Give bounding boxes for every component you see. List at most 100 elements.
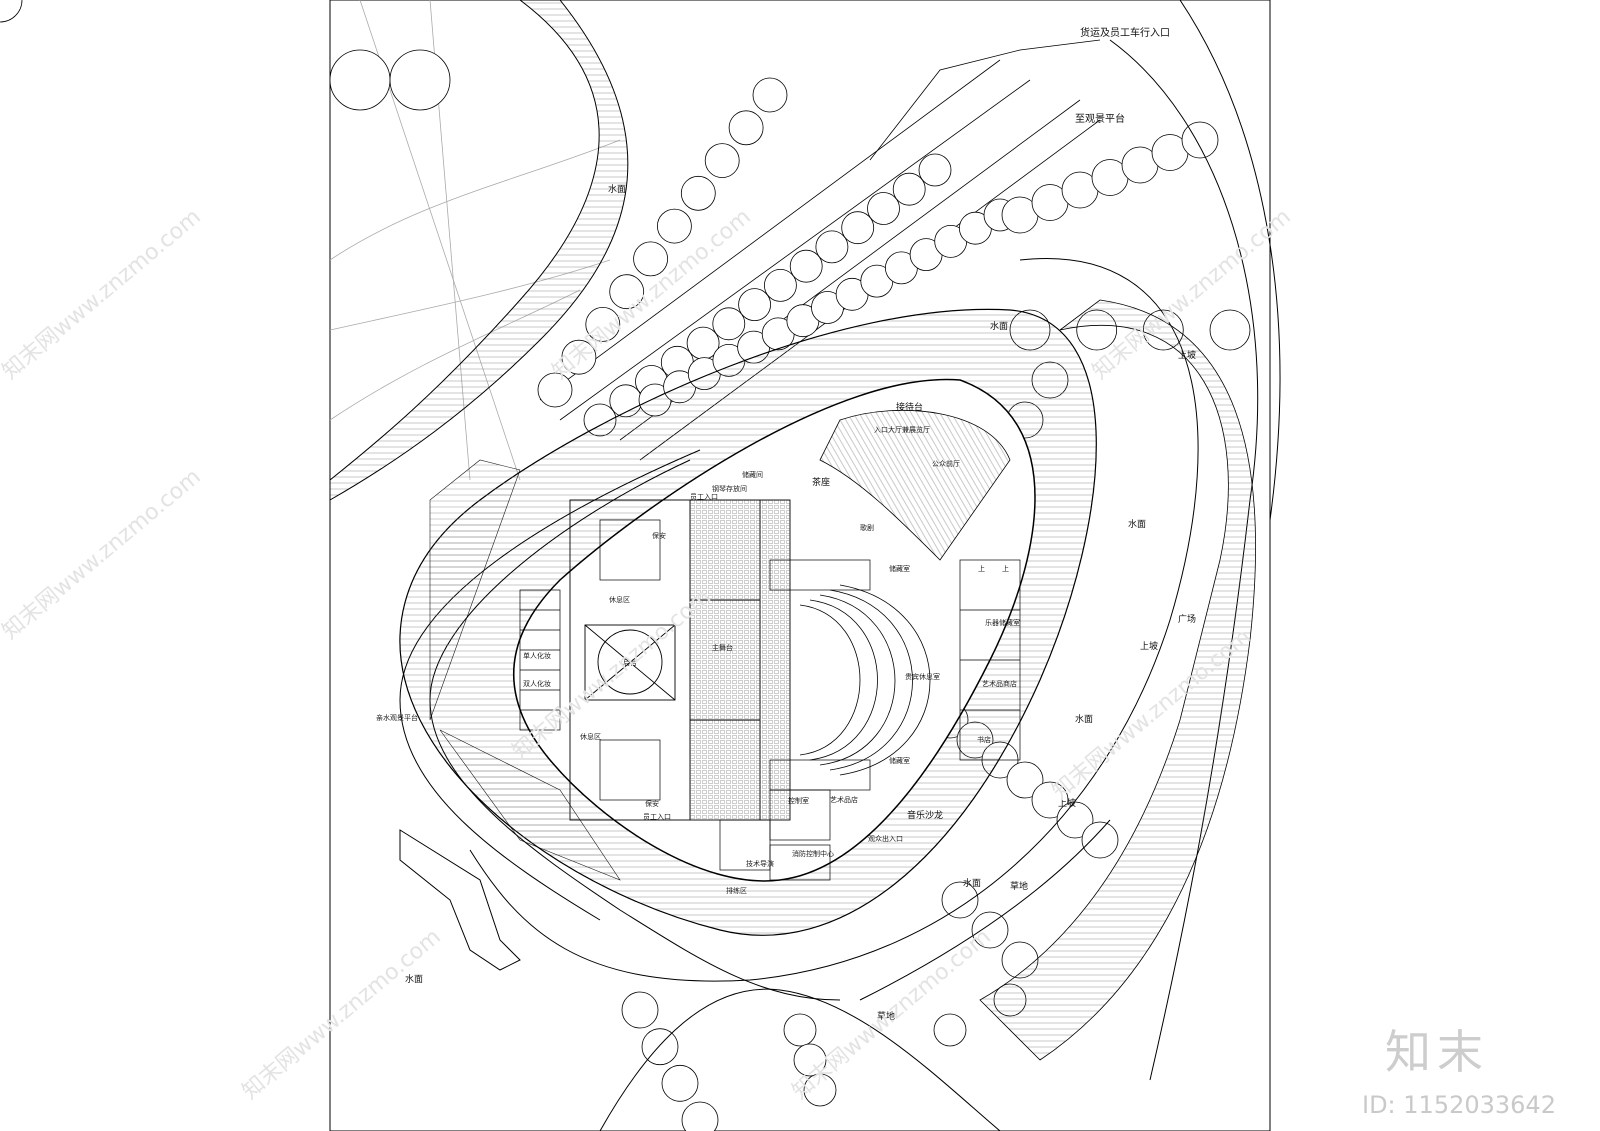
watermark-site-4: 知末网www.znzmo.com [0, 464, 206, 644]
label-drama: 歌剧 [860, 523, 874, 532]
label-dressing1: 单人化妆 [523, 651, 551, 660]
label-water-top: 水面 [608, 183, 626, 195]
label-ramp-up3: 上坡 [1058, 797, 1076, 809]
left-curved-road [429, 459, 841, 1001]
label-instrument-store: 乐器储藏室 [985, 618, 1020, 627]
label-tech-guide: 技术导演 [746, 859, 774, 868]
label-storage: 储藏间 [742, 470, 763, 479]
label-entrance-hall: 入口大厅兼展览厅 [874, 425, 930, 434]
tree-canopy [609, 274, 645, 310]
tree-canopy [704, 143, 740, 179]
tree-canopy [712, 307, 746, 341]
label-ramp-up1: 上坡 [1178, 349, 1196, 361]
left-terrace [429, 459, 521, 721]
tree-canopy [661, 1064, 699, 1102]
tree-canopy [681, 1101, 719, 1131]
label-water-bottom: 水面 [963, 877, 981, 889]
watermark-site-7: 知末网www.znzmo.com [238, 924, 446, 1104]
label-hydrophilic-platform: 亲水观景平台 [376, 713, 418, 722]
label-security: 保安 [652, 531, 666, 540]
tree-canopy [537, 372, 573, 408]
label-water-ring: 水面 [990, 320, 1008, 332]
tree-canopy [561, 339, 597, 375]
tree-canopy [389, 49, 451, 111]
label-audience-entrance: 观众出入口 [868, 834, 903, 843]
label-backstage: 后台 [623, 658, 637, 667]
tree-canopy [764, 268, 797, 302]
label-plaza: 广场 [1178, 613, 1196, 625]
label-music-salon: 音乐沙龙 [907, 809, 943, 821]
label-grass2: 草地 [877, 1010, 895, 1022]
label-art-shop2: 艺术品店 [830, 795, 858, 804]
tree-canopy [0, 0, 23, 23]
label-staff-entrance: 员工入口 [690, 493, 718, 501]
label-water-right2: 水面 [1075, 713, 1093, 725]
label-elev-up1: 上 [978, 564, 985, 573]
label-elev-up2: 上 [1002, 564, 1009, 573]
tree-canopy [633, 241, 668, 277]
bottom-curve [599, 988, 1001, 1131]
tree-canopy [783, 1013, 817, 1047]
tree-canopy [933, 1013, 967, 1047]
tree-canopy [803, 1073, 837, 1107]
id-watermark: ID: 1152033642 [1362, 1091, 1556, 1119]
label-tea-seat: 茶座 [812, 476, 830, 488]
label-vip: 贵宾休息室 [905, 672, 940, 681]
label-viewing-platform: 至观景平台 [1075, 112, 1125, 125]
label-fire-control: 消防控制中心 [792, 849, 834, 858]
tree-canopy [728, 110, 764, 146]
tree-canopy [1031, 781, 1069, 819]
label-water-right: 水面 [1128, 518, 1146, 530]
tree-canopy [1006, 761, 1044, 799]
lobby-fan [819, 409, 1011, 561]
label-rest-area: 休息区 [609, 595, 630, 604]
tree-canopy [867, 192, 900, 225]
tree-canopy [585, 306, 621, 342]
label-stage-main: 主舞台 [712, 643, 733, 652]
auditorium [799, 584, 931, 776]
label-staff-entrance2: 员工入口 [643, 813, 671, 821]
side-rooms [519, 519, 1021, 881]
tree-canopy [815, 230, 849, 264]
tree-canopy [752, 77, 788, 113]
label-ramp-up2: 上坡 [1140, 640, 1158, 652]
label-grass: 草地 [1010, 880, 1028, 892]
plan-labels: 货运及员工车行入口 至观景平台 水面 水面 水面 水面 水面 水面 广场 上坡 … [376, 26, 1196, 1022]
tree-canopy [1181, 121, 1219, 159]
label-lounge: 公众前厅 [932, 459, 960, 468]
tree-canopy [1081, 821, 1119, 859]
tree-canopy [789, 249, 823, 283]
right-hatched-band [979, 299, 1256, 1061]
tree-canopy [680, 175, 716, 211]
tree-canopy [941, 881, 979, 919]
label-rest-area2: 休息区 [580, 732, 601, 741]
bottom-walkway [399, 829, 521, 971]
label-rehearsal: 排练区 [726, 886, 747, 895]
label-reception: 接待台 [896, 401, 923, 413]
tree-canopy [918, 153, 952, 187]
brand-watermark: 知末 [1385, 1025, 1489, 1079]
watermark-site-1: 知末网www.znzmo.com [0, 204, 206, 384]
label-book-store: 书店 [977, 735, 991, 744]
tree-canopy [329, 49, 391, 111]
drawing-frame [329, 0, 1271, 1131]
tree-canopy [738, 288, 771, 322]
tree-canopy [892, 172, 926, 206]
label-art-shop: 艺术品商店 [982, 679, 1017, 688]
label-water-bottom2: 水面 [405, 973, 423, 985]
label-control-room: 控制室 [788, 796, 809, 805]
label-freight-entrance: 货运及员工车行入口 [1080, 26, 1170, 39]
tree-canopy [971, 911, 1009, 949]
tree-canopy [1209, 309, 1251, 351]
watermark-site-8: 知末网www.znzmo.com [788, 924, 996, 1104]
tree-canopy [793, 1043, 827, 1077]
tree-canopy [657, 208, 692, 244]
left-terrace-2 [439, 729, 621, 881]
label-dressing2: 双人化妆 [523, 679, 551, 688]
tree-canopy [841, 211, 875, 245]
label-piano-room: 钢琴存放间 [712, 484, 747, 493]
tree-canopy [621, 991, 659, 1029]
label-security2: 保安 [645, 799, 659, 808]
label-storage2: 储藏室 [889, 564, 910, 573]
